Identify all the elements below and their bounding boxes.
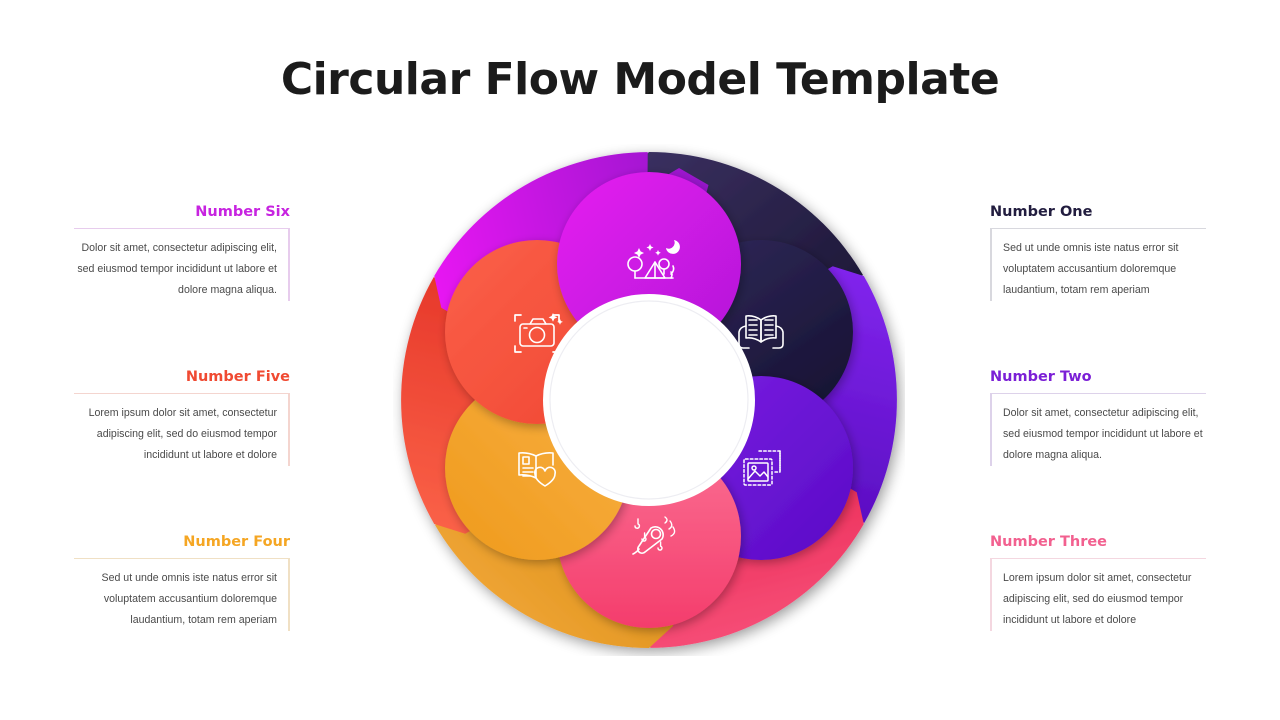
body-wrap-number-five: Lorem ipsum dolor sit amet, consectetur … [74, 393, 290, 466]
body-wrap-number-three: Lorem ipsum dolor sit amet, consectetur … [990, 558, 1206, 631]
body-wrap-number-six: Dolor sit amet, consectetur adipiscing e… [74, 228, 290, 301]
info-block-number-six: Number Six Dolor sit amet, consectetur a… [74, 203, 290, 301]
body-wrap-number-four: Sed ut unde omnis iste natus error sit v… [74, 558, 290, 631]
heading-number-five: Number Five [185, 369, 290, 385]
heading-number-three: Number Three [990, 534, 1108, 550]
info-block-number-three: Number Three Lorem ipsum dolor sit amet,… [990, 533, 1206, 631]
body-number-four: Sed ut unde omnis iste natus error sit v… [101, 572, 277, 626]
heading-number-six: Number Six [195, 204, 290, 220]
info-block-number-five: Number Five Lorem ipsum dolor sit amet, … [74, 368, 290, 466]
body-wrap-number-two: Dolor sit amet, consectetur adipiscing e… [990, 393, 1206, 466]
page-title: Circular Flow Model Template [280, 54, 1000, 105]
center-circle [543, 294, 755, 506]
info-block-number-four: Number Four Sed ut unde omnis iste natus… [74, 533, 290, 631]
body-number-six: Dolor sit amet, consectetur adipiscing e… [77, 242, 277, 296]
body-wrap-number-one: Sed ut unde omnis iste natus error sit v… [990, 228, 1206, 301]
info-block-number-one: Number One Sed ut unde omnis iste natus … [990, 203, 1206, 301]
center-circle-inner-ring [549, 300, 749, 500]
body-number-five: Lorem ipsum dolor sit amet, consectetur … [88, 407, 277, 461]
body-number-two: Dolor sit amet, consectetur adipiscing e… [1003, 407, 1203, 461]
body-number-three: Lorem ipsum dolor sit amet, consectetur … [1003, 572, 1192, 626]
heading-number-four: Number Four [183, 534, 290, 550]
info-block-number-two: Number Two Dolor sit amet, consectetur a… [990, 368, 1206, 466]
heading-number-two: Number Two [990, 369, 1092, 385]
heading-number-one: Number One [990, 204, 1093, 220]
circular-flow-diagram [393, 144, 905, 656]
body-number-one: Sed ut unde omnis iste natus error sit v… [1003, 242, 1179, 296]
